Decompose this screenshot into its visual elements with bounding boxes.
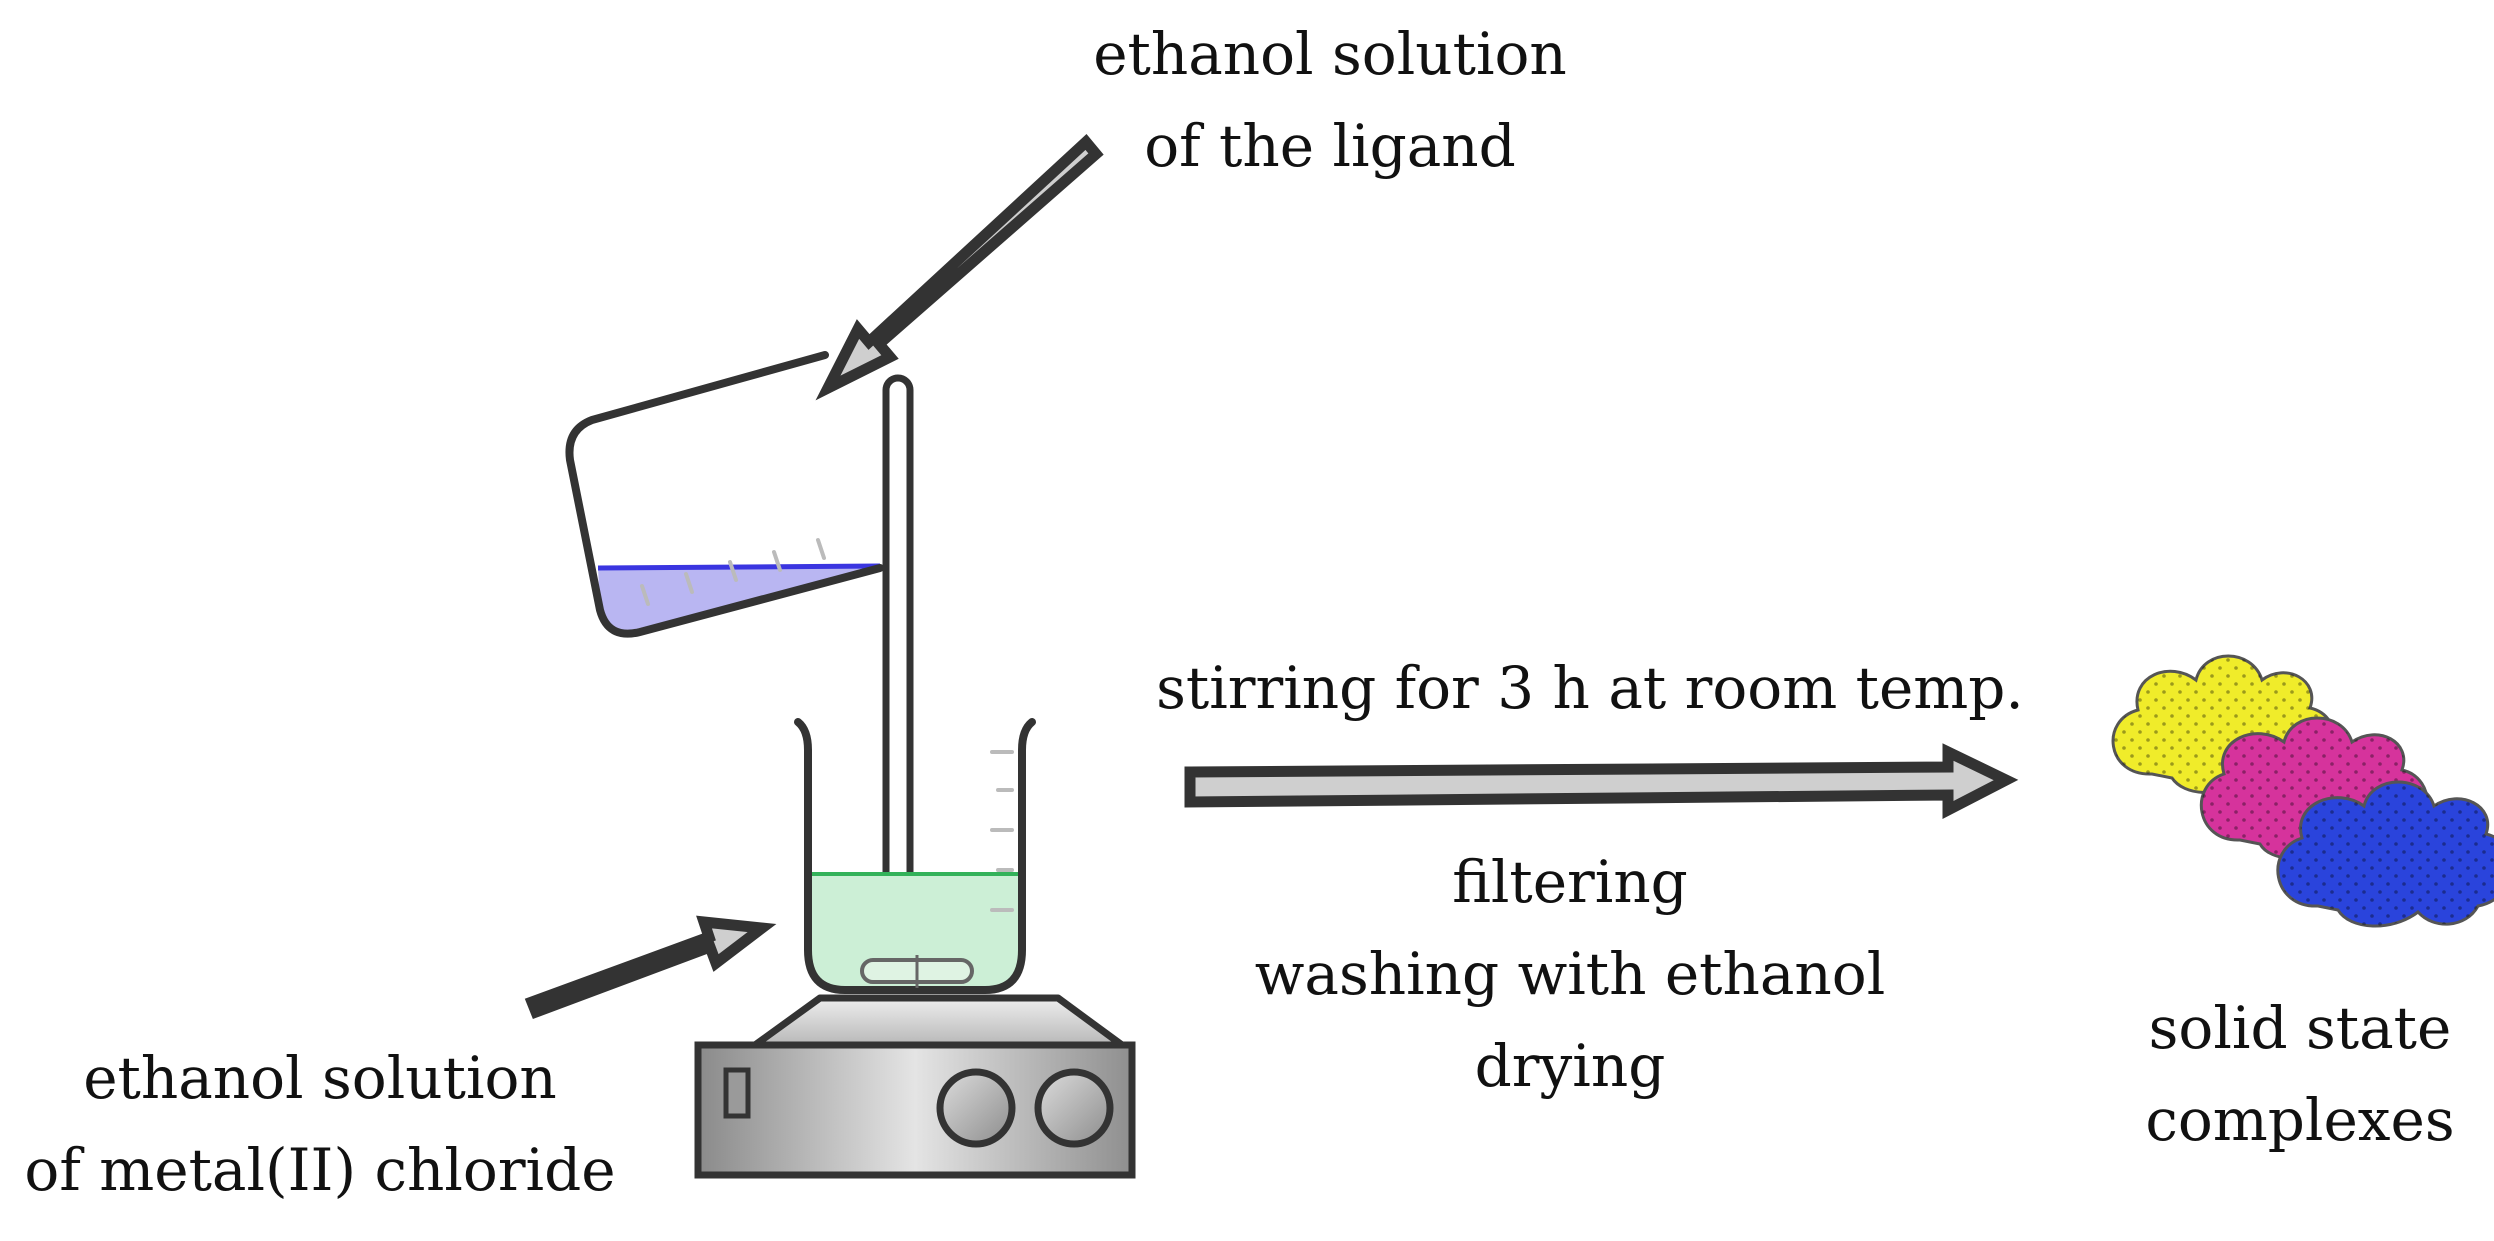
ligand-label-line1: ethanol solution xyxy=(1093,20,1567,88)
workup-steps: filtering washing with ethanol drying xyxy=(1160,836,1980,1112)
product-label-line1: solid state xyxy=(2148,994,2452,1062)
product-label-line2: complexes xyxy=(2145,1086,2455,1154)
blue-complex xyxy=(2276,780,2494,928)
metal-label-line1: ethanol solution xyxy=(83,1044,557,1112)
ligand-solution xyxy=(598,566,880,630)
metal-label-line2: of metal(II) chloride xyxy=(24,1136,616,1204)
glass-rod xyxy=(882,374,914,902)
solid-complexes xyxy=(2111,654,2494,928)
stirrer-plate xyxy=(751,994,1126,1049)
magnetic-stirrer xyxy=(694,994,1136,1179)
ligand-arrow xyxy=(815,134,1104,401)
ligand-label-line2: of the ligand xyxy=(1144,112,1516,180)
stirring-label: stirring for 3 h at room temp. xyxy=(1156,654,2024,722)
step-filtering: filtering xyxy=(1452,848,1688,916)
product-label: solid state complexes xyxy=(2110,982,2490,1166)
receiving-beaker xyxy=(794,718,1036,994)
step-washing: washing with ethanol xyxy=(1254,940,1886,1008)
step-drying: drying xyxy=(1474,1032,1666,1100)
metal-label: ethanol solution of metal(II) chloride xyxy=(0,1032,640,1216)
ligand-label: ethanol solution of the ligand xyxy=(1030,8,1630,192)
speed-knob xyxy=(936,1068,1016,1148)
ligand-surface-line xyxy=(597,563,881,571)
pouring-beaker xyxy=(565,351,884,638)
process-arrow xyxy=(1184,743,2019,820)
metal-arrow xyxy=(524,915,777,1020)
heat-knob xyxy=(1034,1068,1114,1148)
power-switch xyxy=(723,1067,751,1119)
